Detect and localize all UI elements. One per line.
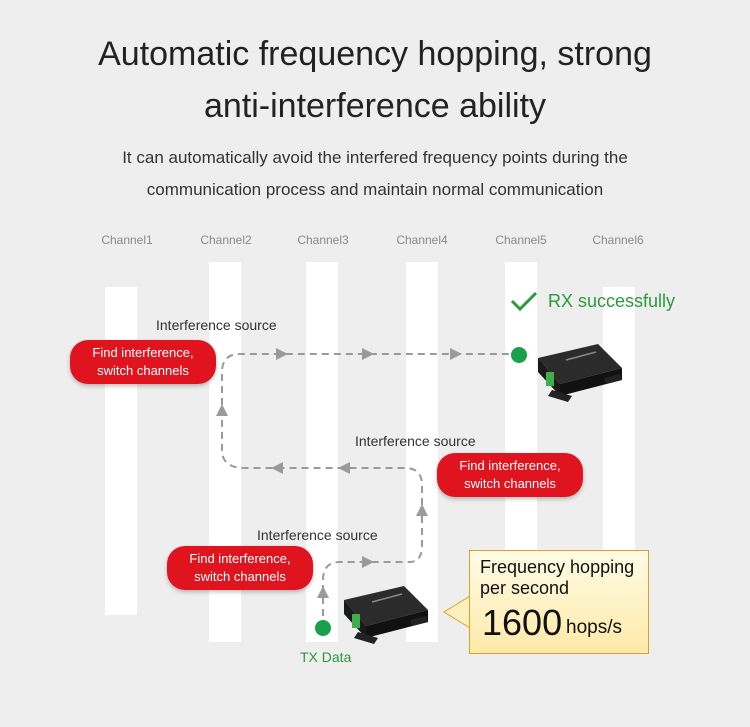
- tag-mid-line-2: switch channels: [464, 476, 556, 491]
- subtitle-line-2: communication process and maintain norma…: [146, 180, 604, 199]
- subtitle-line-1: It can automatically avoid the interfere…: [122, 148, 628, 167]
- interference-wave-icon-mid: [400, 402, 444, 426]
- arrow-right-top-2: [362, 348, 374, 360]
- arrow-up-ch2: [216, 404, 228, 416]
- find-interference-tag-mid: Find interference, switch channels: [437, 453, 583, 497]
- hopping-rate-value: 1600: [482, 602, 563, 643]
- hopping-rate-box: Frequency hopping per second 1600 hops/s: [469, 550, 649, 654]
- page-subtitle: It can automatically avoid the interfere…: [60, 142, 690, 206]
- interference-wave-icon-low: [305, 500, 343, 524]
- rx-device-icon: [538, 344, 622, 402]
- hopping-caption-line-1: Frequency hopping: [480, 557, 635, 577]
- tag-mid-line-1: Find interference,: [459, 458, 561, 473]
- tag-top-line-2: switch channels: [97, 363, 189, 378]
- arrow-up-ch4: [416, 504, 428, 516]
- rx-status: RX successfully: [548, 291, 676, 311]
- tag-top-line-1: Find interference,: [92, 345, 194, 360]
- tag-low-line-1: Find interference,: [189, 551, 291, 566]
- channel-label-5: Channel5: [495, 233, 547, 247]
- tx-device-icon: [344, 586, 428, 644]
- arrow-left-mid-2: [271, 462, 283, 474]
- tx-status: TX Data: [300, 649, 352, 665]
- channel-lane-4: [406, 262, 438, 642]
- find-interference-tag-top: Find interference, switch channels: [70, 340, 216, 384]
- arrow-left-mid-1: [338, 462, 350, 474]
- hop-callout-pointer: [443, 595, 471, 629]
- arrow-up-tx: [317, 586, 329, 598]
- channel-label-2: Channel2: [200, 233, 252, 247]
- title-line-2: anti-interference ability: [203, 87, 547, 125]
- check-icon: [510, 291, 538, 312]
- interference-label-top: Interference source: [156, 317, 277, 333]
- hopping-caption-line-2: per second: [480, 578, 570, 598]
- hopping-rate-unit: hops/s: [566, 617, 622, 638]
- channel-label-4: Channel4: [396, 233, 448, 247]
- arrow-right-top-3: [450, 348, 462, 360]
- interference-label-mid: Interference source: [355, 433, 476, 449]
- find-interference-tag-low: Find interference, switch channels: [167, 546, 313, 590]
- path-ch2-rise: [221, 353, 515, 405]
- path-ch4-rise: [221, 410, 423, 505]
- tx-endpoint-dot: [315, 620, 331, 636]
- tag-low-line-2: switch channels: [194, 569, 286, 584]
- arrow-right-top-1: [276, 348, 288, 360]
- hopping-caption: Frequency hopping per second: [480, 557, 650, 599]
- arrow-right-low: [362, 556, 374, 568]
- path-ch3-to-ch4: [322, 510, 423, 581]
- channel-label-3: Channel3: [297, 233, 349, 247]
- path-arrows: [216, 348, 462, 598]
- channel-label-6: Channel6: [592, 233, 644, 247]
- interference-label-low: Interference source: [257, 527, 378, 543]
- page-title: Automatic frequency hopping, strong anti…: [0, 28, 750, 132]
- channel-label-1: Channel1: [101, 233, 153, 247]
- title-line-1: Automatic frequency hopping, strong: [98, 35, 652, 73]
- interference-wave-icon-top: [204, 288, 242, 312]
- rx-endpoint-dot: [511, 347, 527, 363]
